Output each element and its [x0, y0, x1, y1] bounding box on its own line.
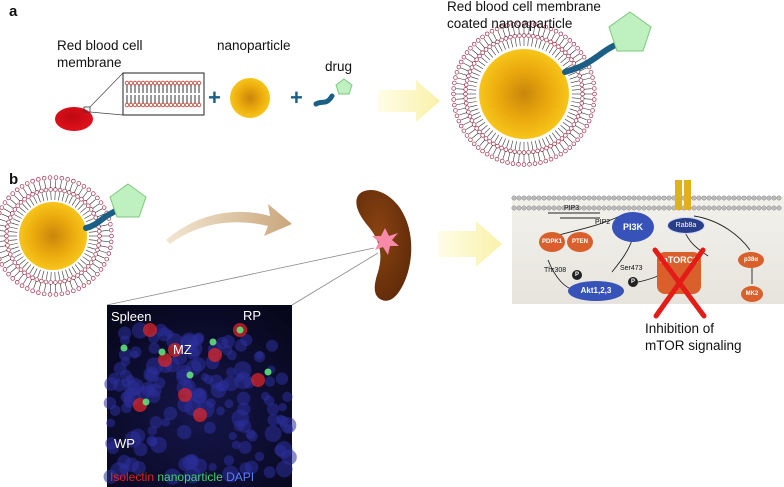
- red-blood-cell: [55, 72, 124, 131]
- coated-label-line2: coated nanoaparticle: [447, 16, 573, 31]
- label-pip2: PIP2: [595, 219, 611, 226]
- spleen-organ: [356, 189, 412, 301]
- node-pdpk1: PDPK1: [539, 232, 565, 252]
- drug-label: drug: [325, 59, 353, 74]
- arrow-panel-b: [438, 221, 502, 267]
- label-ser473: Ser473: [620, 265, 643, 272]
- micro-label-rp: RP: [243, 308, 262, 323]
- phospho-thr308: P: [572, 270, 582, 280]
- legend-dapi: DAPI: [226, 470, 255, 484]
- node-mk2: MK2: [741, 286, 763, 302]
- coated-label-line1: Red blood cell membrane: [447, 0, 601, 14]
- label-thr308: Thr308: [544, 267, 567, 274]
- phospho-ser473: P: [628, 277, 638, 287]
- micro-label-wp: WP: [114, 436, 135, 451]
- legend-isolectin: Isolectin: [110, 470, 155, 484]
- nanoparticle-label: nanoparticle: [217, 38, 291, 53]
- panel-letter-a: a: [9, 3, 18, 20]
- coated-nanoparticle-large: [451, 11, 652, 167]
- coated-nanoparticle-small: [0, 175, 147, 297]
- rbc-label-line1: Red blood cell: [57, 38, 143, 53]
- micrograph-image: [103, 305, 297, 487]
- node-p38: p38α: [738, 252, 764, 268]
- node-pten: PTEN: [567, 232, 593, 252]
- arrow-panel-a: [378, 80, 440, 122]
- node-pi3k: PI3K: [612, 212, 654, 242]
- inhibition-label-line1: Inhibition of: [645, 321, 715, 336]
- panel-letter-b: b: [9, 171, 19, 188]
- rbc-label-line2: membrane: [57, 55, 122, 70]
- membrane-bilayer-box: [122, 72, 205, 116]
- micro-legend: Isolectin nanoparticle DAPI: [110, 470, 254, 484]
- plus-sign-2: +: [290, 85, 303, 110]
- micro-label-spleen: Spleen: [111, 309, 152, 324]
- inhibition-label-line2: mTOR signaling: [645, 338, 742, 353]
- legend-nanoparticle: nanoparticle: [157, 470, 223, 484]
- plus-sign-1: +: [208, 85, 221, 110]
- nanoparticle-sphere: [230, 78, 270, 118]
- arrow-to-spleen: [166, 204, 292, 244]
- node-rab8a: Rab8a: [667, 217, 705, 234]
- node-mtorc2: mTORC2: [657, 252, 701, 294]
- label-pip3: PIP3: [564, 205, 580, 212]
- drug-molecule: [313, 78, 353, 107]
- micro-label-mz: MZ: [173, 342, 192, 357]
- node-akt: Akt1,2,3: [568, 281, 624, 301]
